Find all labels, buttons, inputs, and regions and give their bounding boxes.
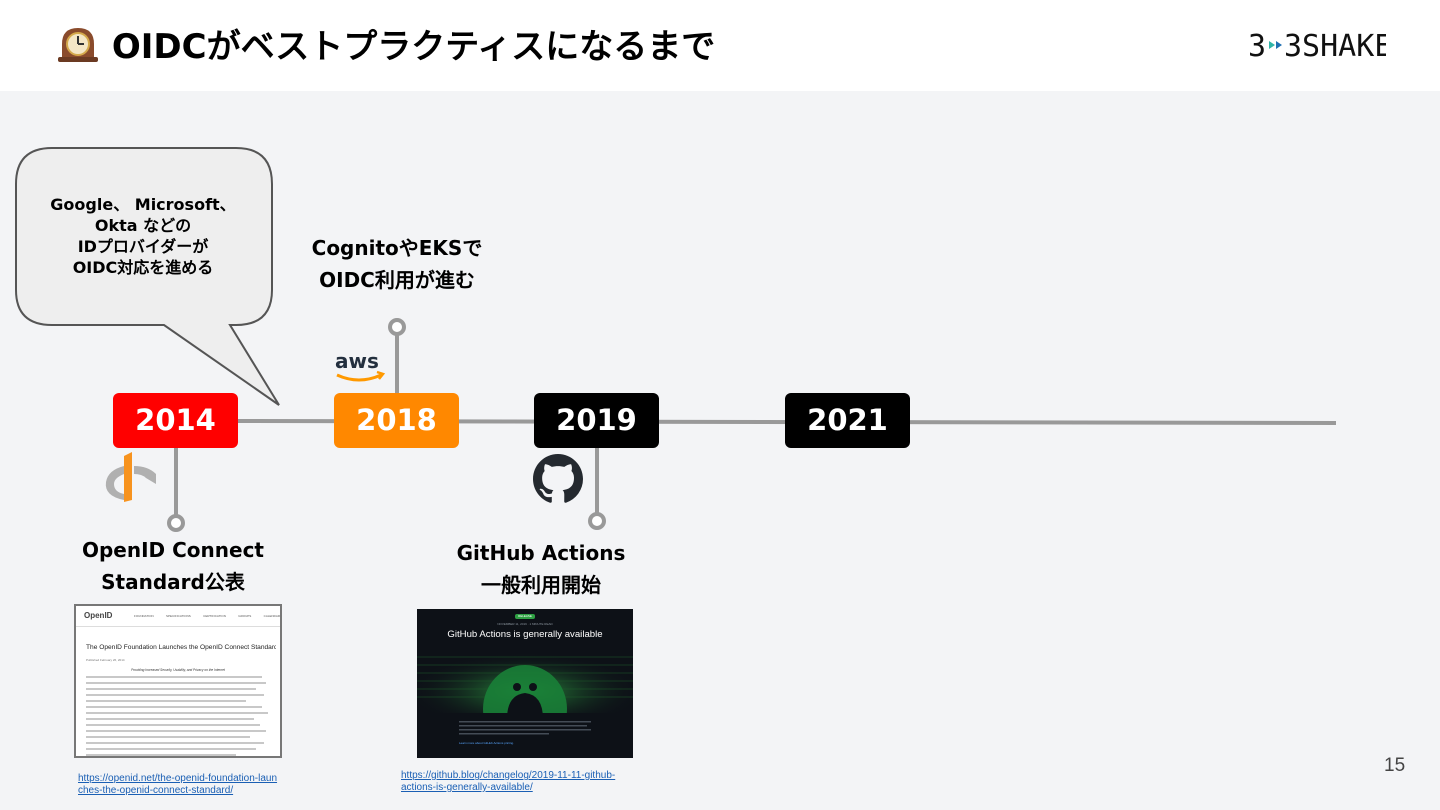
github-date: NOVEMBER 11, 2019 · 1 MINUTE READ <box>497 622 553 626</box>
logo-text: 3SHAKE <box>1284 30 1386 60</box>
github-changelog-screenshot: RELEASE NOVEMBER 11, 2019 · 1 MINUTE REA… <box>417 609 633 758</box>
openid-nav-item: CERTIFICATION <box>203 614 226 618</box>
openid-nav-item: FOUNDATION <box>134 614 154 618</box>
openid-nav-item: SPECIFICATIONS <box>166 614 191 618</box>
github-footer-link: Learn more about GitHub Actions pricing. <box>459 741 514 745</box>
pin-2014-head <box>167 514 185 532</box>
speech-bubble <box>15 147 280 406</box>
event-2019-label: GitHub Actions 一般利用開始 <box>456 541 626 597</box>
slide-title: OIDCがベストプラクティスになるまで <box>56 24 715 68</box>
openid-subhead: Providing Increased Security, Usability,… <box>131 668 225 672</box>
github-headline: GitHub Actions is generally available <box>447 629 603 640</box>
year-box-2014: 2014 <box>113 393 238 448</box>
pin-2018-head <box>388 318 406 336</box>
openid-article-screenshot: OpenID FOUNDATION SPECIFICATIONS CERTIFI… <box>74 604 282 758</box>
openid-brand: OpenID <box>84 611 113 620</box>
openid-nav: FOUNDATION SPECIFICATIONS CERTIFICATION … <box>134 614 280 618</box>
github-link-line1: https://github.blog/changelog/2019-11-11… <box>401 770 616 781</box>
openid-nav-item: CALENDAR <box>263 614 280 618</box>
year-box-2019: 2019 <box>534 393 659 448</box>
bubble-text: Google、 Microsoft、 Okta などの IDプロバイダーが OI… <box>50 195 236 277</box>
year-box-2018: 2018 <box>334 393 459 448</box>
openid-link-line1: https://openid.net/the-openid-foundation… <box>78 773 278 784</box>
3shake-logo: 3 3SHAKE <box>1248 30 1386 60</box>
title-text: OIDCがベストプラクティスになるまで <box>111 27 716 67</box>
github-screenshot-art <box>417 614 633 758</box>
svg-text:3: 3 <box>1248 30 1266 60</box>
year-box-2021: 2021 <box>785 393 910 448</box>
github-source-link[interactable]: https://github.blog/changelog/2019-11-11… <box>401 770 615 794</box>
mantelpiece-clock-icon <box>58 28 98 62</box>
openid-source-link[interactable]: https://openid.net/the-openid-foundation… <box>78 773 277 797</box>
page-number: 15 <box>1384 755 1406 776</box>
github-badge: RELEASE <box>518 614 532 618</box>
pin-2019-head <box>588 512 606 530</box>
event-2014-label: OpenID Connect Standard公表 <box>81 538 264 594</box>
openid-headline: The OpenID Foundation Launches the OpenI… <box>86 644 276 651</box>
event-2018-label: CognitoやEKSで OIDC利用が進む <box>311 236 483 292</box>
openid-logo-icon <box>105 452 156 502</box>
openid-link-line2: ches-the-openid-connect-standard/ <box>78 785 234 796</box>
github-link-line2: actions-is-generally-available/ <box>401 782 533 793</box>
slide-header: OIDCがベストプラクティスになるまで 3 3SHAKE <box>0 0 1440 91</box>
openid-body-lines <box>86 676 268 756</box>
openid-published: Published February 26, 2014 <box>86 658 125 662</box>
openid-nav-item: GROUPS <box>238 614 252 618</box>
github-logo-icon <box>533 454 583 503</box>
aws-logo-icon: aws <box>335 349 386 382</box>
svg-text:aws: aws <box>335 349 379 373</box>
